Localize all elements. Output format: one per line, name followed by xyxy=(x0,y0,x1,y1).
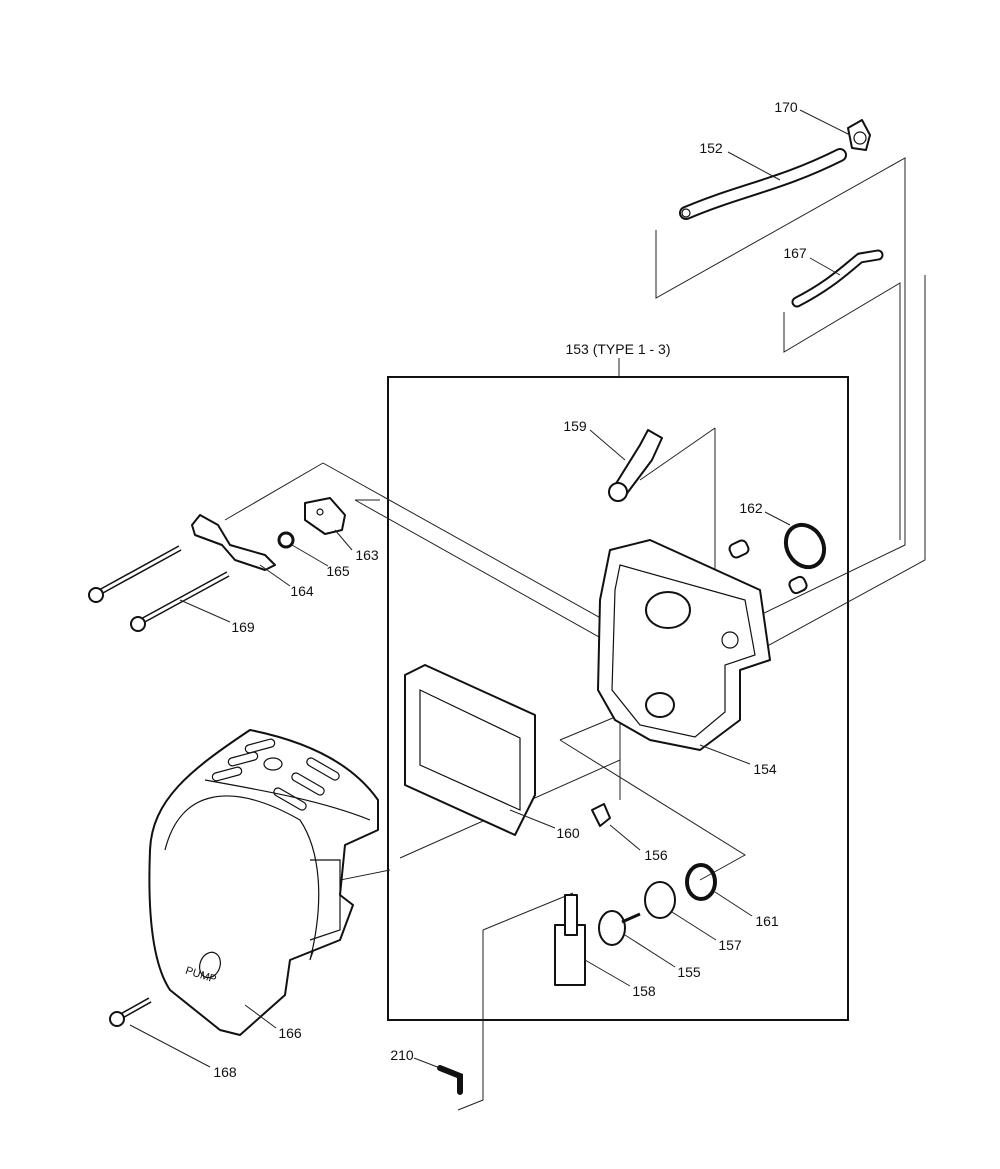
label-160: 160 xyxy=(556,825,580,841)
part-160-filter xyxy=(404,664,536,836)
part-166-cover: PUMP xyxy=(148,729,379,1036)
label-154: 154 xyxy=(753,761,777,777)
label-161: 161 xyxy=(755,913,779,929)
assembly-box-153 xyxy=(387,376,849,1021)
label-168: 168 xyxy=(213,1064,237,1080)
part-170-clip xyxy=(847,119,871,151)
label-152: 152 xyxy=(699,140,723,156)
label-155: 155 xyxy=(677,964,701,980)
part-165-washer xyxy=(277,531,295,549)
label-167: 167 xyxy=(783,245,807,261)
part-164-bracket xyxy=(191,514,276,571)
part-155 xyxy=(598,910,641,946)
label-170: 170 xyxy=(774,99,798,115)
label-153: 153 (TYPE 1 - 3) xyxy=(565,341,670,357)
label-158: 158 xyxy=(632,983,656,999)
part-210-pin xyxy=(437,1065,463,1095)
label-166: 166 xyxy=(278,1025,302,1041)
part-163-cam xyxy=(304,497,346,535)
label-169: 169 xyxy=(231,619,255,635)
part-161-oring xyxy=(685,863,717,901)
label-164: 164 xyxy=(290,583,314,599)
label-157: 157 xyxy=(718,937,742,953)
label-163: 163 xyxy=(355,547,379,563)
part-screw-long xyxy=(88,545,182,603)
label-162: 162 xyxy=(739,500,763,516)
part-156 xyxy=(591,803,611,827)
label-159: 159 xyxy=(563,418,587,434)
part-154-plate xyxy=(597,539,771,751)
part-168-bolt xyxy=(109,997,152,1027)
guide-lines xyxy=(655,157,926,651)
part-169-bolt xyxy=(130,571,230,632)
leader-lines xyxy=(129,109,851,1069)
part-159-lever xyxy=(608,429,663,502)
part-158-knob xyxy=(554,894,586,986)
label-156: 156 xyxy=(644,847,668,863)
label-210: 210 xyxy=(390,1047,414,1063)
part-157-diaphragm xyxy=(644,881,676,919)
part-162-oring xyxy=(783,522,827,570)
label-165: 165 xyxy=(326,563,350,579)
